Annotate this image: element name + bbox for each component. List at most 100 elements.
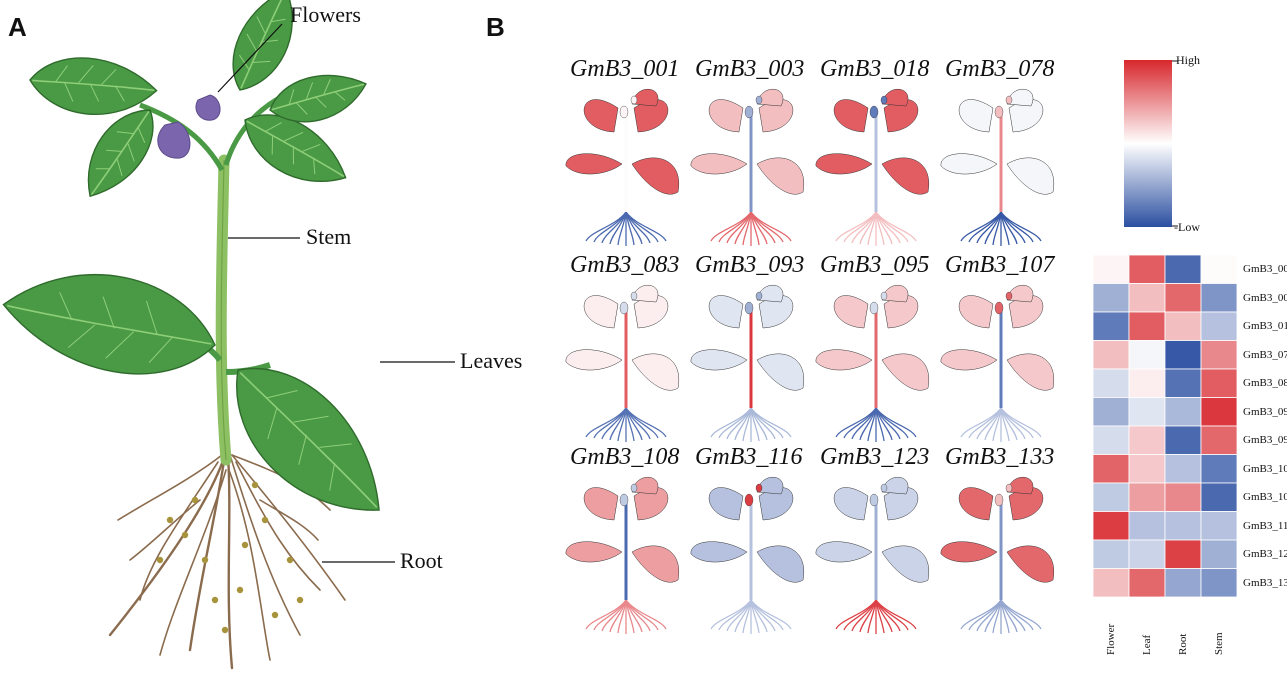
gene-title: GmB3_133: [945, 444, 1055, 470]
heatmap-cell: [1164, 311, 1202, 341]
heatmap-cell: [1092, 454, 1130, 484]
top-right-leaf: [232, 0, 293, 91]
gene-title: GmB3_116: [695, 444, 803, 470]
heatmap-cell: [1128, 311, 1166, 341]
heatmap-cell: [1128, 425, 1166, 455]
flowers: [157, 94, 221, 159]
heatmap-cell: [1092, 368, 1130, 398]
heatmap-cell: [1092, 397, 1130, 427]
heatmap-cell: [1200, 340, 1238, 370]
heatmap-cell: [1092, 311, 1130, 341]
heatmap-cell: [1164, 368, 1202, 398]
heatmap-cell: [1164, 254, 1202, 284]
heatmap-cell: [1200, 482, 1238, 512]
mini-plant: [940, 284, 1055, 442]
heatmap-cell: [1128, 397, 1166, 427]
heatmap-cell: [1200, 254, 1238, 284]
heatmap-cell: [1200, 368, 1238, 398]
gene-title: GmB3_078: [945, 56, 1055, 82]
legend-gradient-bar: [1124, 60, 1172, 227]
heatmap-cell: [1092, 283, 1130, 313]
mini-plant: [565, 284, 680, 442]
heatmap-cell: [1200, 539, 1238, 569]
gene-title: GmB3_001: [570, 56, 680, 82]
legend-high-label: High: [1176, 53, 1200, 67]
heatmap-cell: [1200, 311, 1238, 341]
gene-title: GmB3_093: [695, 252, 805, 278]
heatmap-row-label: GmB3_133: [1243, 576, 1287, 589]
heatmap-column-label: Root: [1177, 633, 1189, 655]
heatmap-cell: [1164, 539, 1202, 569]
gene-title: GmB3_018: [820, 56, 930, 82]
heatmap-row-label: GmB3_116: [1243, 519, 1287, 532]
heatmap-cell: [1200, 568, 1238, 598]
lower-right-leaf: [236, 367, 380, 511]
heatmap-cell: [1128, 283, 1166, 313]
heatmap-row-label: GmB3_108: [1243, 491, 1287, 503]
heatmap-row-label: GmB3_003: [1243, 291, 1287, 304]
heatmap-column-label: Stem: [1213, 632, 1225, 655]
upper-left-leaf: [87, 109, 154, 198]
heatmap-cell: [1164, 425, 1202, 455]
heatmap-cell: [1164, 340, 1202, 370]
heatmap-cell: [1200, 454, 1238, 484]
callout-lines: [217, 23, 455, 563]
mini-plant: [690, 476, 805, 634]
mini-plant: [940, 476, 1055, 634]
mini-plant: [940, 88, 1055, 246]
heatmap-column-label: Leaf: [1141, 634, 1153, 655]
gene-title: GmB3_083: [570, 252, 680, 278]
heatmap-row-label: GmB3_078: [1243, 348, 1287, 361]
heatmap-cell: [1092, 539, 1130, 569]
mini-plant: [565, 476, 680, 634]
heatmap-cell: [1092, 340, 1130, 370]
gene-title: GmB3_095: [820, 252, 930, 278]
heatmap-cell: [1128, 340, 1166, 370]
mini-plant: [815, 88, 930, 246]
gene-title: GmB3_003: [695, 56, 805, 82]
stem-callout: Stem: [306, 224, 352, 249]
heatmap-cell: [1164, 283, 1202, 313]
panel-a-letter: A: [8, 12, 27, 42]
root-callout: Root: [400, 548, 443, 573]
heatmap-cell: [1128, 454, 1166, 484]
heatmap-cell: [1128, 511, 1166, 541]
mini-plant: [690, 88, 805, 246]
far-right-upper-leaf: [269, 74, 367, 123]
heatmap-cell: [1164, 568, 1202, 598]
top-left-leaf: [29, 57, 158, 115]
heatmap-cell: [1128, 568, 1166, 598]
gene-title: GmB3_108: [570, 444, 680, 470]
heatmap-row-label: GmB3_083: [1243, 377, 1287, 389]
mini-plant: [565, 88, 680, 246]
mini-plant: [815, 476, 930, 634]
legend-low-label: -Low: [1174, 220, 1200, 234]
heatmap-cell: [1092, 568, 1130, 598]
heatmap-cell: [1128, 482, 1166, 512]
heatmap-cell: [1128, 539, 1166, 569]
gene-title: GmB3_107: [945, 252, 1055, 278]
upper-right-leaf: [244, 114, 347, 182]
heatmap-cell: [1200, 397, 1238, 427]
heatmap-row-label: GmB3_018: [1243, 320, 1287, 332]
heatmap-cell: [1092, 425, 1130, 455]
heatmap-cell: [1200, 283, 1238, 313]
heatmap-cell: [1092, 254, 1130, 284]
heatmap-cell: [1128, 254, 1166, 284]
heatmap-row-label: GmB3_093: [1243, 405, 1287, 418]
heatmap-cell: [1128, 368, 1166, 398]
heatmap-cell: [1164, 397, 1202, 427]
heatmap-row-label: GmB3_123: [1243, 548, 1287, 560]
heatmap-cell: [1092, 511, 1130, 541]
gene-title: GmB3_123: [820, 444, 930, 470]
heatmap-row-label: GmB3_107: [1243, 462, 1287, 475]
panel-b-letter: B: [486, 12, 505, 42]
heatmap-cell: [1164, 511, 1202, 541]
mini-plant: [690, 284, 805, 442]
heatmap-cell: [1164, 482, 1202, 512]
heatmap-cell: [1092, 482, 1130, 512]
leaves-callout: Leaves: [460, 348, 523, 373]
mini-plant: [815, 284, 930, 442]
heatmap-row-label: GmB3_095: [1243, 434, 1287, 446]
